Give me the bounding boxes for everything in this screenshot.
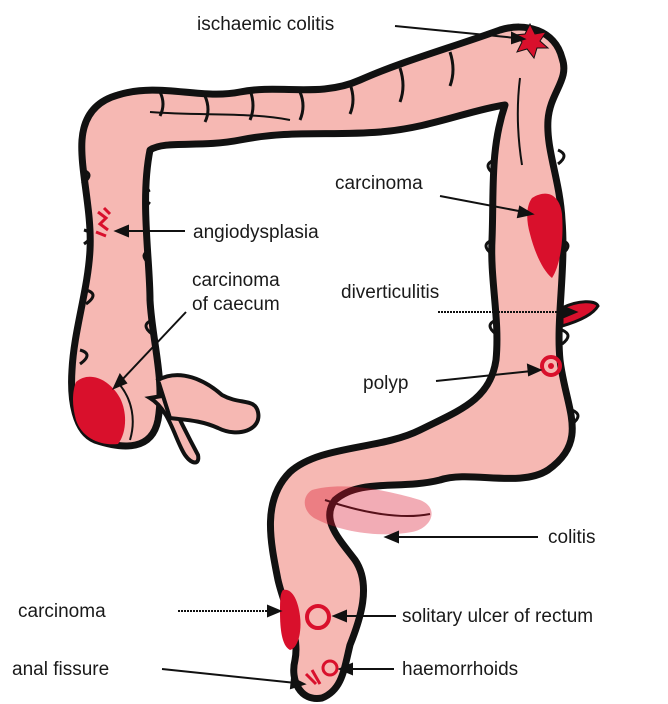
label-carcinoma-of-caecum-line2: of caecum [192, 294, 280, 315]
arrowhead-carcinoma-lower [268, 606, 280, 616]
leader-anal-fissure [162, 669, 296, 683]
label-carcinoma-of-caecum-line1: carcinoma [192, 270, 280, 291]
large-bowel [72, 27, 578, 698]
label-diverticulitis: diverticulitis [341, 282, 439, 303]
label-carcinoma-lower: carcinoma [18, 601, 106, 622]
label-ischaemic-colitis: ischaemic colitis [197, 14, 334, 35]
label-anal-fissure: anal fissure [12, 659, 109, 680]
label-colitis: colitis [548, 527, 596, 548]
label-solitary-ulcer: solitary ulcer of rectum [402, 606, 593, 627]
label-angiodysplasia: angiodysplasia [193, 222, 319, 243]
label-carcinoma-upper: carcinoma [335, 173, 423, 194]
label-haemorrhoids: haemorrhoids [402, 659, 518, 680]
polyp-core [548, 363, 554, 369]
label-polyp: polyp [363, 373, 408, 394]
colon-outline [72, 27, 573, 698]
